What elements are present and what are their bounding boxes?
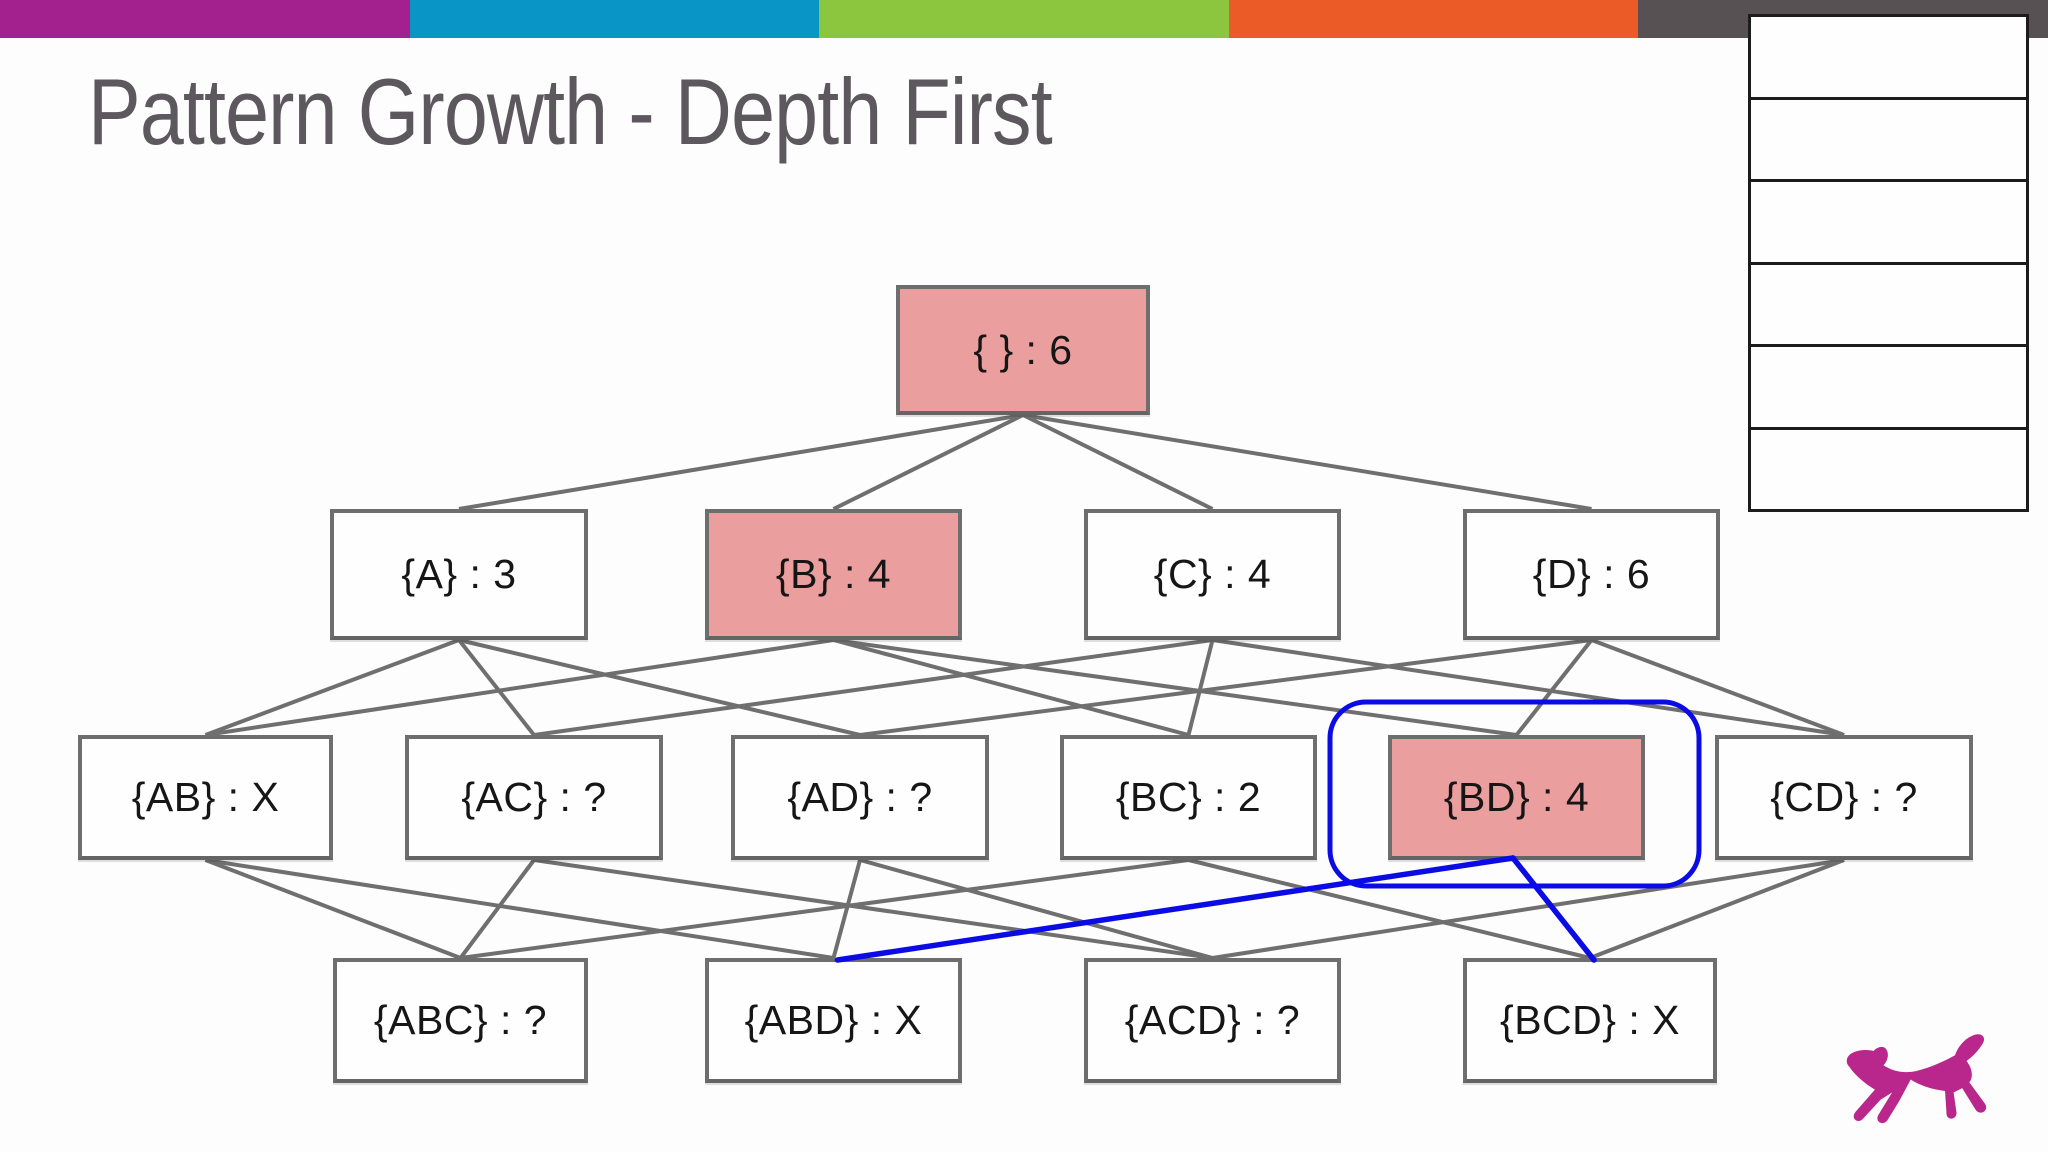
edge-D-AD xyxy=(859,638,1592,737)
edge-C-AC xyxy=(533,638,1213,737)
side-table-row xyxy=(1751,264,2026,347)
top-color-bar xyxy=(0,0,2048,38)
edge-AC-ACD xyxy=(533,858,1213,960)
edge-root-B xyxy=(832,413,1024,511)
side-table-row xyxy=(1751,17,2026,100)
edge-BC-ABC xyxy=(460,858,1189,960)
node-CD: {CD} : ? xyxy=(1715,735,1973,860)
top-bar-segment-1 xyxy=(0,0,410,38)
node-root: { } : 6 xyxy=(896,285,1150,415)
node-label-AC: {AC} : ? xyxy=(461,774,607,820)
node-BD: {BD} : 4 xyxy=(1388,735,1645,860)
top-bar-segment-4 xyxy=(1228,0,1639,38)
node-label-AB: {AB} : X xyxy=(131,774,280,820)
node-label-A: {A} : 3 xyxy=(401,551,517,597)
top-bar-segment-2 xyxy=(409,0,820,38)
edge-root-D xyxy=(1022,413,1592,511)
node-ABD: {ABD} : X xyxy=(705,958,962,1083)
node-label-ABC: {ABC} : ? xyxy=(373,997,548,1043)
node-label-D: {D} : 6 xyxy=(1532,551,1651,597)
edge-root-C xyxy=(1022,413,1214,511)
edge-B-BC xyxy=(832,638,1190,737)
node-label-CD: {CD} : ? xyxy=(1770,774,1918,820)
blue-edge-BD-BCD xyxy=(1510,855,1597,963)
edge-D-CD xyxy=(1590,638,1845,737)
node-label-C: {C} : 4 xyxy=(1153,551,1272,597)
node-A: {A} : 3 xyxy=(330,509,588,640)
node-label-BC: {BC} : 2 xyxy=(1115,774,1262,820)
node-C: {C} : 4 xyxy=(1084,509,1341,640)
node-label-root: { } : 6 xyxy=(973,326,1073,373)
node-ACD: {ACD} : ? xyxy=(1084,958,1341,1083)
edge-B-AB xyxy=(205,638,834,737)
edge-BC-BCD xyxy=(1188,858,1591,960)
edge-root-A xyxy=(458,413,1024,511)
side-table-row xyxy=(1751,182,2026,265)
side-table-row xyxy=(1751,347,2026,430)
node-D: {D} : 6 xyxy=(1463,509,1720,640)
dog-silhouette xyxy=(1846,1034,1987,1124)
edge-CD-ACD xyxy=(1212,858,1845,960)
node-B: {B} : 4 xyxy=(705,509,962,640)
side-table xyxy=(1748,14,2029,512)
node-label-BCD: {BCD} : X xyxy=(1500,997,1680,1043)
edge-A-AC xyxy=(457,638,536,737)
side-table-row xyxy=(1751,429,2026,509)
node-AB: {AB} : X xyxy=(78,735,333,860)
node-ABC: {ABC} : ? xyxy=(333,958,588,1083)
edge-AC-ABC xyxy=(458,858,536,960)
edge-C-CD xyxy=(1212,638,1845,737)
edge-B-BD xyxy=(833,638,1517,737)
edge-CD-BCD xyxy=(1589,858,1845,960)
node-label-ABD: {ABD} : X xyxy=(744,997,923,1043)
node-BCD: {BCD} : X xyxy=(1463,958,1717,1083)
dog-logo xyxy=(1846,1034,1987,1124)
slide-title: Pattern Growth - Depth First xyxy=(88,59,1053,164)
node-label-B: {B} : 4 xyxy=(775,551,892,597)
edge-A-AB xyxy=(204,638,460,737)
node-label-AD: {AD} : ? xyxy=(787,774,933,820)
edge-C-BC xyxy=(1186,639,1215,736)
node-AC: {AC} : ? xyxy=(405,735,663,860)
node-AD: {AD} : ? xyxy=(731,735,989,860)
node-label-ACD: {ACD} : ? xyxy=(1124,997,1301,1043)
blue-edge-BD-ABD xyxy=(834,855,1516,963)
edge-AD-ACD xyxy=(859,858,1214,960)
edge-D-BD xyxy=(1514,638,1594,737)
edge-AD-ABD xyxy=(831,859,862,959)
side-table-row xyxy=(1751,99,2026,182)
node-label-BD: {BD} : 4 xyxy=(1443,774,1590,820)
edge-A-AD xyxy=(458,638,861,737)
node-BC: {BC} : 2 xyxy=(1060,735,1317,860)
edge-AB-ABC xyxy=(204,858,462,960)
top-bar-segment-3 xyxy=(819,0,1229,38)
edge-AB-ABD xyxy=(205,858,834,960)
